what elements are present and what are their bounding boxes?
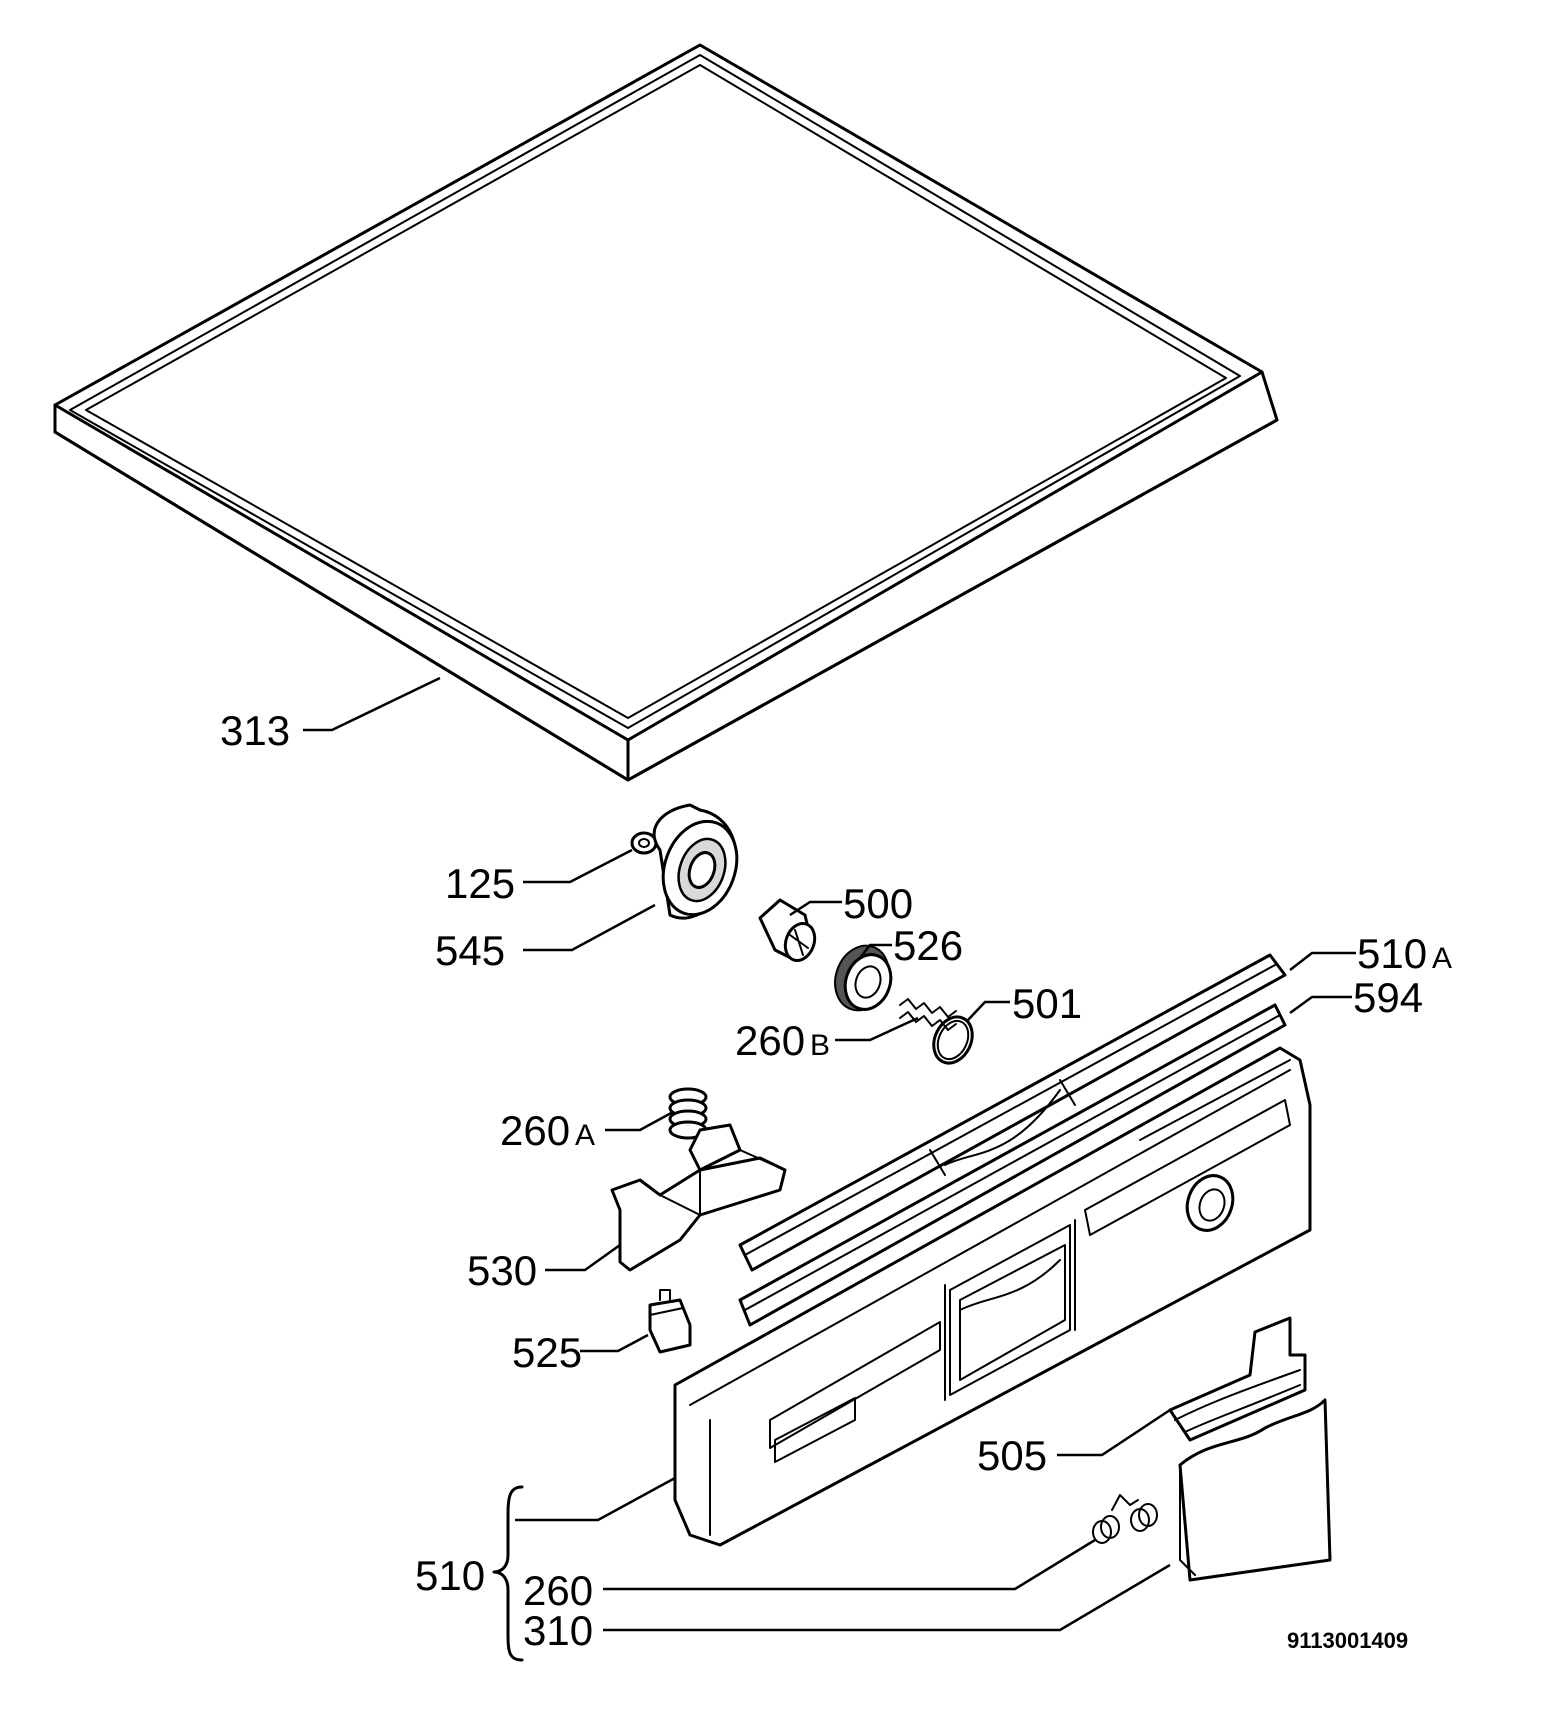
- label-500: 500: [843, 880, 913, 927]
- label-530: 530: [467, 1247, 537, 1294]
- trim-strip-594-part: [738, 1003, 1287, 1327]
- control-panel-housing: [673, 1046, 1312, 1547]
- label-510: 510: [415, 1552, 485, 1599]
- nut-part: [630, 831, 658, 855]
- label-260: 260: [523, 1567, 593, 1614]
- label-310: 310: [523, 1607, 593, 1654]
- knob-ring-part: [652, 803, 739, 920]
- spring-pair-part: [1092, 1494, 1158, 1544]
- label-526: 526: [893, 922, 963, 969]
- spring-b-part: [899, 998, 957, 1031]
- top-cover-panel: [53, 43, 1279, 782]
- door-flap-part: [1178, 1398, 1332, 1582]
- diagram-reference-number: 9113001409: [1287, 1628, 1408, 1653]
- leader-lines: [303, 676, 1356, 1662]
- switch-part: [648, 1289, 692, 1354]
- bracket-part: [610, 1123, 787, 1272]
- trim-strip-a-part: [738, 953, 1287, 1272]
- label-125: 125: [445, 860, 515, 907]
- label-260b-suffix: B: [810, 1029, 830, 1062]
- label-510a-suffix: A: [1432, 942, 1452, 975]
- label-510a: 510: [1357, 930, 1427, 977]
- label-505: 505: [977, 1432, 1047, 1479]
- label-260a-suffix: A: [575, 1119, 595, 1152]
- label-260b: 260: [735, 1017, 805, 1064]
- bearing-ring-part: [834, 944, 893, 1012]
- part-labels: 313 125 545 500 526 501 260 B 510 A 594 …: [220, 707, 1452, 1654]
- label-525: 525: [512, 1329, 582, 1376]
- door-hinge-part: [1168, 1316, 1307, 1442]
- label-313: 313: [220, 707, 290, 754]
- label-594: 594: [1353, 974, 1423, 1021]
- o-ring-part: [932, 1015, 974, 1065]
- label-545: 545: [435, 927, 505, 974]
- knob-spindle-part: [758, 898, 817, 962]
- label-260a: 260: [500, 1107, 570, 1154]
- label-501: 501: [1012, 980, 1082, 1027]
